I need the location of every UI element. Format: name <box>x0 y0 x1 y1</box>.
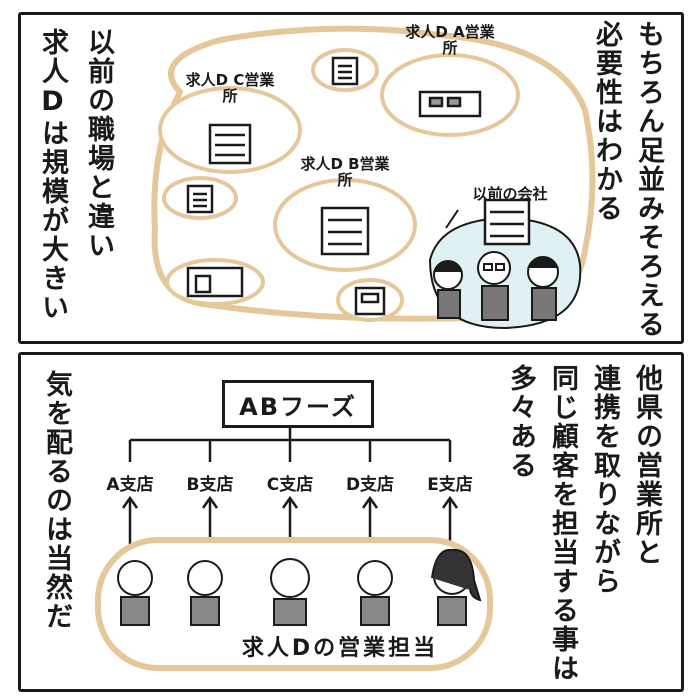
panel1-left-caption: 求人Dは規模が大きい <box>37 28 68 322</box>
sales-staff-caption: 求人Dの営業担当 <box>241 636 439 661</box>
company-name-box: ABフーズ <box>222 380 374 428</box>
office-a-label: 求人D A営業所 <box>405 23 495 57</box>
panel2-right-caption-3: 同じ顧客を担当する事は <box>547 364 578 683</box>
office-b-building-icon <box>320 206 370 256</box>
sales-staff-figures <box>117 548 482 626</box>
branch-a-label: A支店 <box>106 475 154 495</box>
panel2-right-caption-4: 多々ある <box>505 364 536 480</box>
small-office-icon-3 <box>186 266 244 298</box>
branch-e-label: E支店 <box>427 475 473 495</box>
small-office-icon-4 <box>354 286 386 316</box>
office-a-building-icon <box>418 90 482 118</box>
company-network-cloud <box>151 25 596 322</box>
office-c-label: 求人D C営業所 <box>185 71 275 105</box>
panel2-right-caption-1: 他県の営業所と <box>631 364 662 567</box>
panel1-middle-caption: 以前の職場と違い <box>83 28 114 260</box>
former-company-building-icon <box>483 198 531 246</box>
small-office-icon-1 <box>331 56 359 86</box>
panel1-right-caption-1: もちろん足並みそろえる <box>633 20 664 339</box>
branch-c-label: C支店 <box>266 475 314 495</box>
branch-b-label: B支店 <box>186 475 234 495</box>
panel2-left-caption: 気を配るのは当然だ <box>41 370 72 631</box>
former-colleagues <box>433 251 559 321</box>
panel1-right-caption-2: 必要性はわかる <box>591 20 622 223</box>
branch-d-label: D支店 <box>345 475 395 495</box>
former-company-label: 以前の会社 <box>472 185 548 203</box>
office-b-label: 求人D B営業所 <box>300 155 390 189</box>
panel2-right-caption-2: 連携を取りながら <box>589 364 620 596</box>
org-chart-lines <box>128 422 452 462</box>
small-office-icon-2 <box>186 184 214 214</box>
office-c-building-icon <box>208 123 252 165</box>
